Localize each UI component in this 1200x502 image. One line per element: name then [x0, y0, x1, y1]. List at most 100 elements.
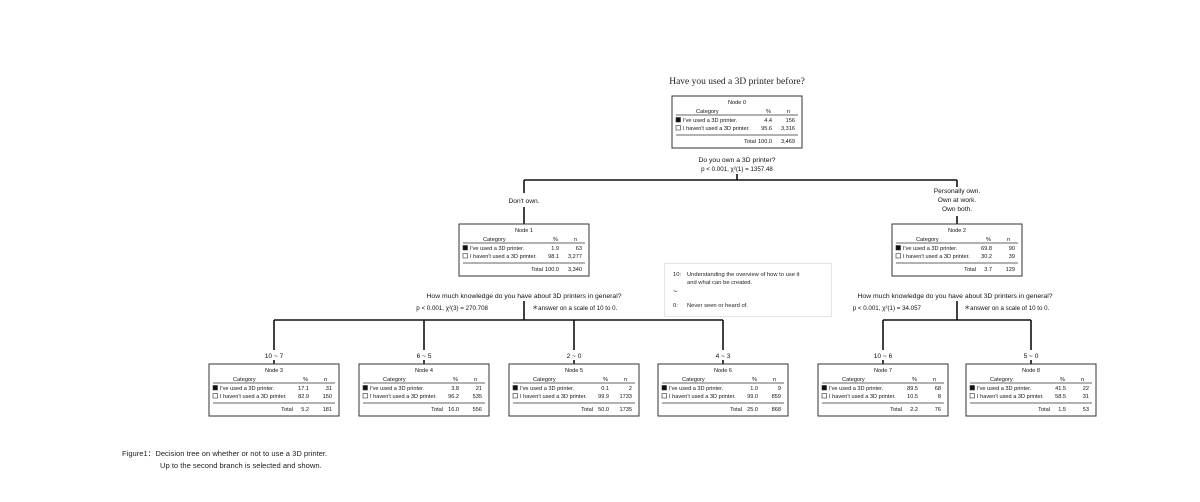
category-label: I've used a 3D printer. [903, 246, 958, 252]
category-label: I haven't used a 3D printer. [683, 126, 750, 132]
diagram-title: Have you used a 3D printer before? [669, 76, 805, 87]
count-value: 2 [629, 386, 632, 392]
total-percent: 100.0 [545, 267, 559, 273]
count-value: 9 [778, 386, 781, 392]
total-label: Total [531, 267, 543, 273]
filled-square-icon [969, 385, 975, 391]
branch-label: 10 ~ 7 [265, 353, 284, 360]
total-percent: 100.0 [758, 139, 772, 145]
filled-square-icon [821, 385, 827, 391]
empty-square-icon [821, 393, 827, 399]
branch-label: Personally own. [934, 188, 981, 195]
total-label: Total [581, 407, 593, 413]
col-header-n: n [574, 237, 577, 243]
figure-caption: Figure1：Decision tree on whether or not … [122, 448, 327, 472]
count-value: 68 [935, 386, 941, 392]
col-header-percent: % [453, 377, 458, 383]
category-label: I've used a 3D printer. [470, 246, 525, 252]
filled-square-icon [512, 385, 518, 391]
count-value: 156 [786, 118, 795, 124]
node-box [965, 363, 1097, 417]
category-label: I haven't used a 3D printer. [520, 394, 587, 400]
node-id: Node 7 [874, 368, 892, 374]
percent-value: 89.5 [907, 386, 918, 392]
total-percent: 50.0 [598, 407, 609, 413]
legend-text: and what can be created. [687, 280, 753, 286]
category-label: I've used a 3D printer. [669, 386, 724, 392]
knowledge-scale-legend: 10:Understanding the overview of how to … [664, 263, 832, 317]
node-box [458, 223, 590, 277]
total-count: 3,340 [568, 267, 582, 273]
split-question: How much knowledge do you have about 3D … [858, 293, 1053, 300]
total-percent: 25.0 [747, 407, 758, 413]
col-header-category: Category [233, 377, 256, 383]
col-header-percent: % [986, 237, 991, 243]
percent-value: 96.2 [448, 394, 459, 400]
count-value: 39 [1009, 254, 1015, 260]
col-header-percent: % [553, 237, 558, 243]
col-header-n: n [787, 109, 790, 115]
branch-label: 4 ~ 3 [716, 353, 731, 360]
total-count: 868 [772, 407, 781, 413]
col-header-category: Category [533, 377, 556, 383]
node-box [358, 363, 490, 417]
category-label: I haven't used a 3D printer. [220, 394, 287, 400]
category-label: I haven't used a 3D printer. [829, 394, 896, 400]
count-value: 8 [938, 394, 941, 400]
node-id: Node 4 [415, 368, 433, 374]
percent-value: 69.8 [981, 246, 992, 252]
node-box [891, 223, 1023, 277]
filled-square-icon [661, 385, 667, 391]
empty-square-icon [512, 393, 518, 399]
caption-line-2: Up to the second branch is selected and … [160, 461, 322, 470]
split-statistic: p < 0.001, χ²(1) = 1357.48 [701, 166, 773, 173]
split-statistic: p < 0.001, χ²(1) = 34.057 [853, 305, 922, 312]
count-value: 1733 [620, 394, 632, 400]
percent-value: 0.1 [601, 386, 609, 392]
empty-square-icon [675, 125, 681, 131]
category-label: I've used a 3D printer. [829, 386, 884, 392]
branch-label: 10 ~ 6 [874, 353, 893, 360]
percent-value: 58.5 [1055, 394, 1066, 400]
category-label: I haven't used a 3D printer. [669, 394, 736, 400]
col-header-percent: % [1060, 377, 1065, 383]
col-header-category: Category [842, 377, 865, 383]
split-statistic: p < 0.001, χ²(3) = 270.708 [416, 305, 488, 312]
col-header-percent: % [752, 377, 757, 383]
category-label: I've used a 3D printer. [683, 118, 738, 124]
category-label: I haven't used a 3D printer. [370, 394, 437, 400]
total-count: 1735 [620, 407, 632, 413]
percent-value: 82.9 [298, 394, 309, 400]
total-label: Total [890, 407, 902, 413]
node-box [208, 363, 340, 417]
col-header-n: n [324, 377, 327, 383]
caption-line-1: Figure1：Decision tree on whether or not … [122, 449, 328, 458]
percent-value: 99.0 [747, 394, 758, 400]
total-label: Total [281, 407, 293, 413]
total-label: Total [744, 139, 756, 145]
col-header-category: Category [990, 377, 1013, 383]
total-percent: 16.0 [448, 407, 459, 413]
filled-square-icon [362, 385, 368, 391]
category-label: I've used a 3D printer. [977, 386, 1032, 392]
category-label: I haven't used a 3D printer. [903, 254, 970, 260]
percent-value: 1.0 [750, 386, 758, 392]
col-header-percent: % [912, 377, 917, 383]
count-value: 31 [1083, 394, 1089, 400]
node-box [657, 363, 789, 417]
total-percent: 5.2 [301, 407, 309, 413]
legend-row-0: 0:Never seen or heard of. [673, 302, 748, 310]
count-value: 21 [476, 386, 482, 392]
col-header-category: Category [696, 109, 719, 115]
total-count: 3,469 [781, 139, 795, 145]
col-header-n: n [474, 377, 477, 383]
